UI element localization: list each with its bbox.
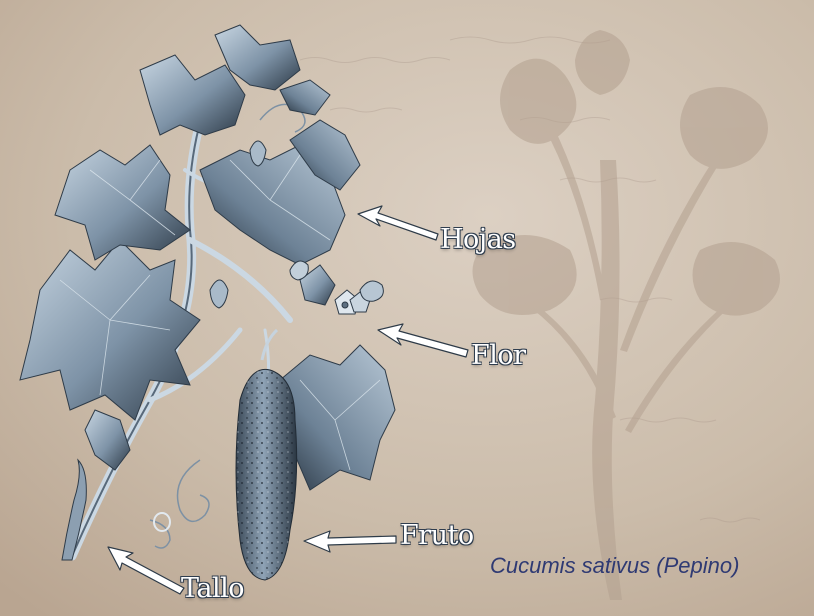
label-fruto: Fruto	[400, 520, 474, 551]
species-caption: Cucumis sativus (Pepino)	[490, 553, 739, 579]
label-hojas: Hojas	[440, 224, 516, 255]
label-tallo: Tallo	[181, 573, 244, 604]
label-flor: Flor	[471, 340, 526, 371]
